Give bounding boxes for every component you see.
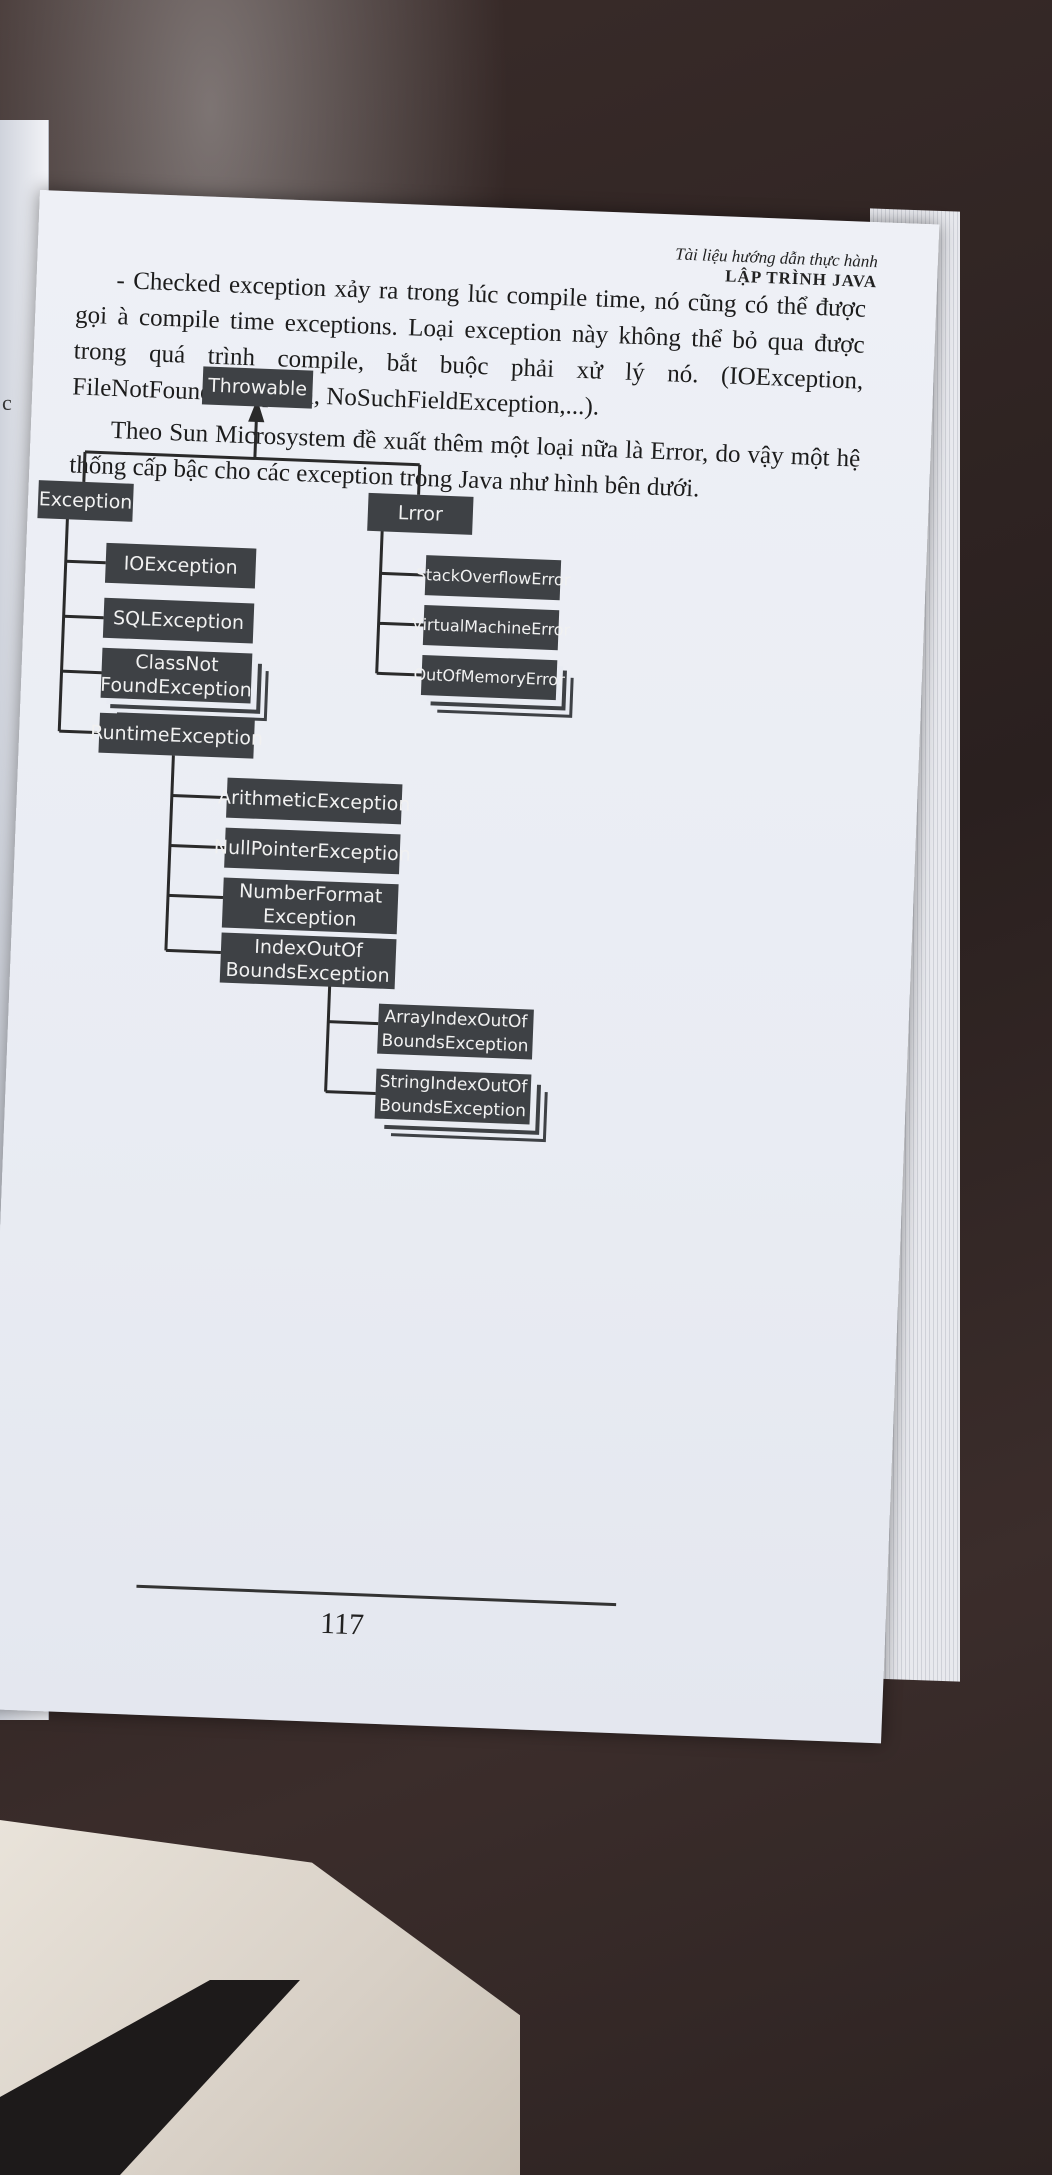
indexoutofboundsexception-box: IndexOutOf BoundsException (219, 932, 397, 990)
numberformatexception-box: NumberFormat Exception (221, 877, 399, 935)
virtualmachineerror-box: VirtualMachineError (412, 605, 570, 651)
top-bar (84, 450, 420, 467)
exception-hierarchy-diagram (57, 402, 426, 1096)
ioexception-box: IOException (104, 542, 257, 589)
stringindexoutofboundsexception-box: StringIndexOutOf BoundsException (374, 1068, 532, 1125)
exception-connector (82, 451, 87, 482)
exception-box: Exception (37, 480, 134, 522)
book-page: Tài liệu hướng dẫn thực hành LẬP TRÌNH J… (0, 190, 940, 1744)
sqlexception-box: SQLException (102, 597, 255, 644)
error-connector (417, 464, 422, 495)
classnotfoundexception-box: ClassNot FoundException (100, 647, 253, 704)
root-connector (253, 418, 258, 459)
runtime-trunk (164, 755, 175, 951)
page-number: 117 (319, 1606, 365, 1642)
error-box: Lrror (367, 492, 474, 535)
index-trunk (324, 976, 332, 1092)
nullpointerexception-box: NullPointerException (213, 827, 411, 875)
arrayindexoutofboundsexception-box: ArrayIndexOutOf BoundsException (377, 1003, 534, 1060)
error-trunk (375, 523, 384, 674)
exception-trunk (57, 511, 70, 732)
arithmeticexception-box: ArithmeticException (218, 777, 411, 825)
throwable-box: Throwable (201, 366, 314, 409)
runtimeexception-box: RuntimeException (90, 712, 263, 759)
outofmemoryerror-box: OutOfMemoryError (413, 655, 565, 701)
left-page-fragment: c (2, 390, 12, 415)
stackoverflowerror-box: StackOverflowError (415, 555, 571, 601)
root-arrow (248, 402, 265, 423)
